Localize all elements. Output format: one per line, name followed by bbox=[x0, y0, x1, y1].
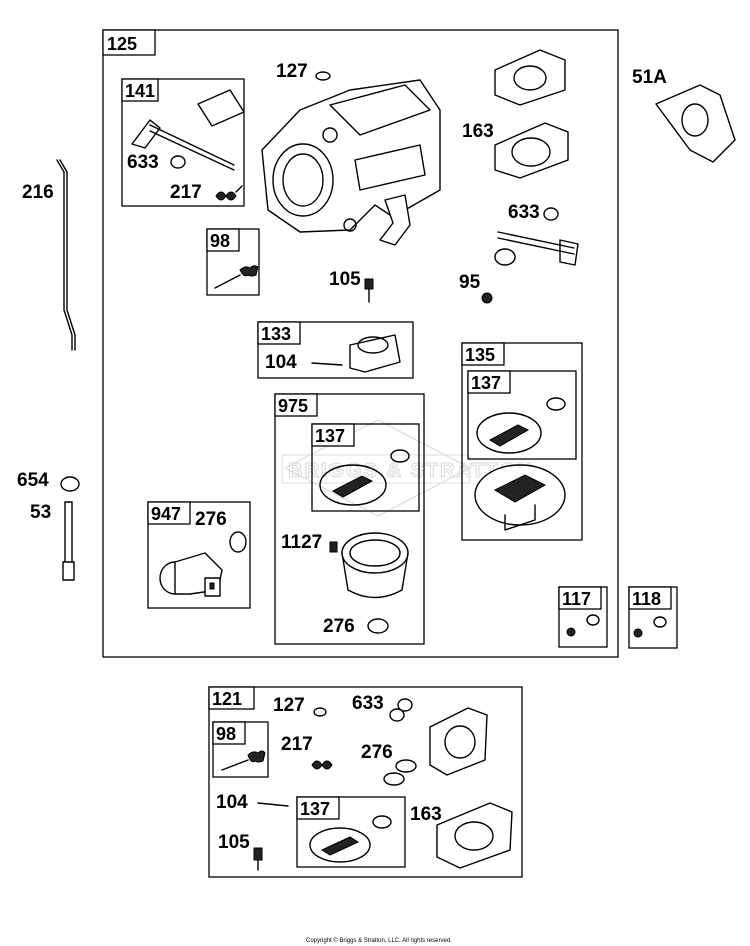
kit-frame-133 bbox=[257, 321, 414, 379]
needle-105-kit-part bbox=[253, 847, 263, 871]
box-label-133: 133 bbox=[261, 324, 291, 344]
float-bowl-part bbox=[341, 532, 409, 599]
o-ring-276-center-part bbox=[367, 618, 389, 634]
assembly-frame-125 bbox=[102, 29, 619, 658]
nut-654-part bbox=[60, 476, 80, 492]
box-label-137-kit: 137 bbox=[300, 799, 330, 819]
screw-95-part bbox=[481, 292, 493, 304]
kit-frame-137-kit bbox=[296, 796, 406, 868]
float-133-part bbox=[349, 334, 401, 373]
part-label-217-kit: 217 bbox=[281, 734, 313, 755]
fuel-pump-part bbox=[474, 464, 566, 531]
box-label-135: 135 bbox=[465, 345, 495, 365]
gasket-163-part bbox=[494, 122, 569, 179]
diaphragm-137-center-part bbox=[319, 449, 410, 506]
box-label-137-center: 137 bbox=[315, 426, 345, 446]
o-ring-127-kit-part bbox=[313, 707, 327, 717]
box-label-121: 121 bbox=[212, 689, 242, 709]
kit-frame-121 bbox=[208, 686, 523, 878]
screw-1127-part bbox=[329, 541, 338, 553]
screw-118-part bbox=[633, 616, 667, 638]
box-label-947: 947 bbox=[151, 504, 181, 524]
spring-217-kit-part bbox=[311, 760, 333, 770]
part-label-127: 127 bbox=[276, 61, 308, 82]
kit-frame-975 bbox=[274, 393, 425, 645]
bushing-633-right-part bbox=[543, 207, 559, 221]
box-label-98-kit: 98 bbox=[216, 724, 236, 744]
part-label-105-kit: 105 bbox=[218, 832, 250, 853]
throttle-link-216-part bbox=[56, 159, 76, 351]
spring-217-part bbox=[215, 185, 243, 201]
box-label-117: 117 bbox=[562, 589, 591, 609]
box-label-98-top: 98 bbox=[210, 231, 230, 251]
box-label-118: 118 bbox=[632, 589, 661, 609]
gasket-163-kit-part bbox=[436, 802, 513, 869]
part-label-105: 105 bbox=[329, 269, 361, 290]
part-label-163: 163 bbox=[462, 121, 494, 142]
part-label-276-kit: 276 bbox=[361, 742, 393, 763]
part-label-276-left: 276 bbox=[195, 509, 227, 530]
copyright-text: Copyright © Briggs & Stratton, LLC. All … bbox=[306, 937, 452, 944]
part-label-216: 216 bbox=[22, 182, 54, 203]
part-label-654: 654 bbox=[17, 470, 49, 491]
solenoid-947-part bbox=[159, 552, 223, 597]
carburetor-body-part bbox=[261, 79, 441, 246]
gasket-kit-part bbox=[429, 707, 488, 776]
box-label-125: 125 bbox=[107, 34, 137, 54]
part-label-633-right: 633 bbox=[508, 202, 540, 223]
box-label-141: 141 bbox=[125, 81, 155, 101]
screw-spring-98-part bbox=[214, 265, 259, 289]
bushing-633-kit-part bbox=[389, 698, 413, 722]
part-label-633: 633 bbox=[127, 152, 159, 173]
part-label-53: 53 bbox=[30, 502, 51, 523]
gasket-part bbox=[494, 49, 566, 106]
kit-frame-137-center bbox=[311, 423, 420, 512]
screw-117-part bbox=[566, 614, 600, 637]
kit-frame-137-right bbox=[467, 370, 577, 460]
part-label-104-kit: 104 bbox=[216, 792, 248, 813]
part-label-95: 95 bbox=[459, 272, 481, 293]
bushing-633-part bbox=[170, 155, 186, 169]
needle-105-part bbox=[364, 278, 374, 303]
o-ring-127-part bbox=[315, 71, 331, 81]
o-ring-276-left-part bbox=[229, 531, 247, 553]
stud-53-part bbox=[62, 501, 75, 581]
screw-spring-98-kit-part bbox=[221, 750, 266, 771]
part-label-276-center: 276 bbox=[323, 616, 355, 637]
diaphragm-137-kit-part bbox=[309, 815, 392, 863]
part-label-51A: 51A bbox=[632, 67, 667, 88]
box-label-137-right: 137 bbox=[471, 373, 501, 393]
part-label-104: 104 bbox=[265, 352, 297, 373]
kit-frame-947 bbox=[147, 501, 251, 609]
throttle-shaft-part bbox=[131, 89, 245, 171]
pin-104-part bbox=[311, 362, 343, 366]
part-label-127-kit: 127 bbox=[273, 695, 305, 716]
part-label-633-kit: 633 bbox=[352, 693, 384, 714]
choke-shaft-part bbox=[494, 231, 579, 266]
o-ring-276-kit-part bbox=[383, 759, 417, 786]
part-label-163-kit: 163 bbox=[410, 804, 442, 825]
diaphragm-137-right-part bbox=[476, 397, 566, 454]
pin-104-kit-part bbox=[257, 802, 289, 807]
part-label-217: 217 bbox=[170, 182, 202, 203]
box-label-975: 975 bbox=[278, 396, 308, 416]
kit-frame-135 bbox=[461, 342, 583, 541]
gasket-51A-part bbox=[655, 84, 736, 163]
kit-frame-141 bbox=[121, 78, 245, 207]
part-label-1127: 1127 bbox=[281, 532, 322, 553]
